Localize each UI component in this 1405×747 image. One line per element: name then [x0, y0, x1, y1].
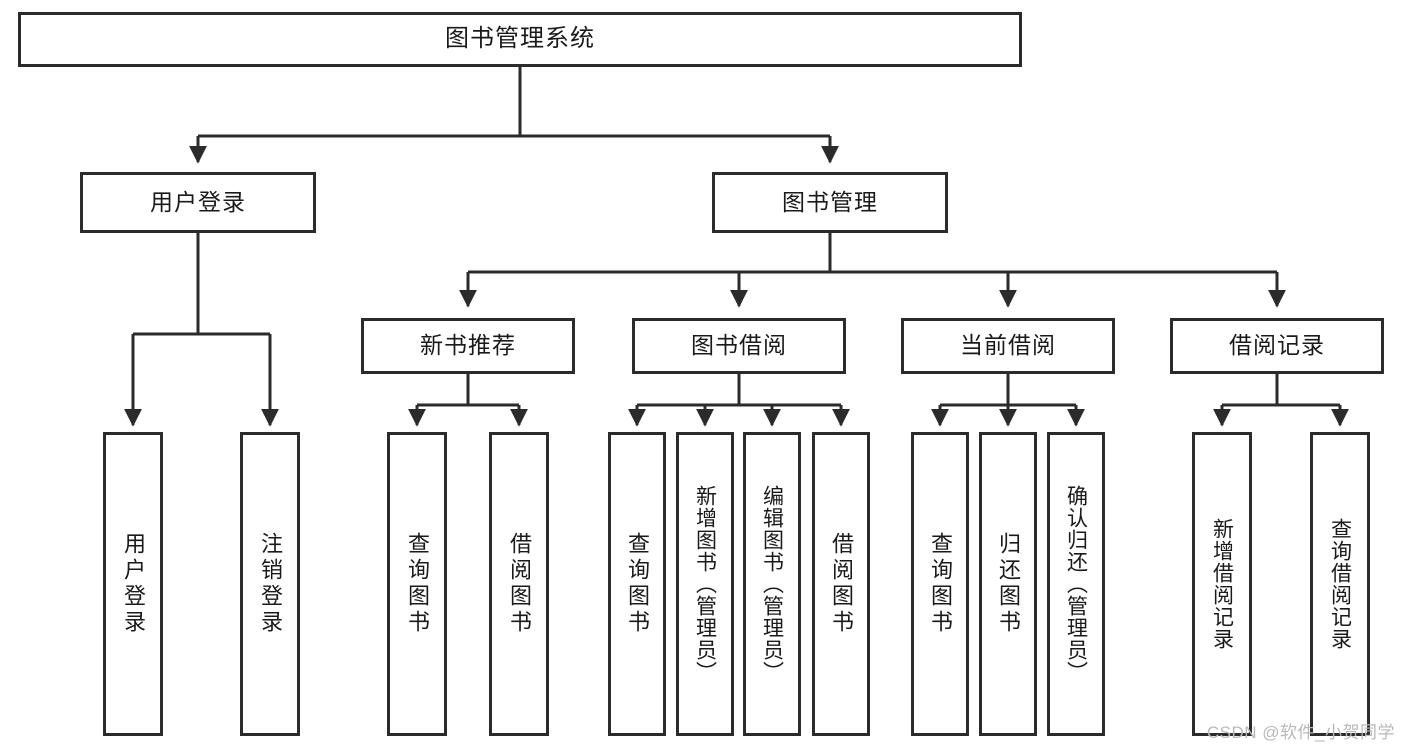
leaf-record-add-record[interactable]: 新增借阅记录 [1192, 432, 1252, 736]
leaf-borrow-query-book[interactable]: 查询图书 [608, 432, 666, 736]
node-current-borrow[interactable]: 当前借阅 [901, 318, 1115, 374]
node-label: 借阅图书 [829, 532, 854, 636]
leaf-recommend-query-book[interactable]: 查询图书 [387, 432, 447, 736]
leaf-borrow-add-book-admin[interactable]: 新增图书（管理员） [676, 432, 734, 736]
leaf-recommend-borrow-book[interactable]: 借阅图书 [489, 432, 549, 736]
node-label: 用户登录 [150, 188, 246, 215]
node-label: 查询借阅记录 [1328, 518, 1352, 650]
leaf-borrow-edit-book-admin[interactable]: 编辑图书（管理员） [743, 432, 801, 736]
node-label: 编辑图书（管理员） [760, 485, 784, 683]
leaf-borrow-borrow-book[interactable]: 借阅图书 [812, 432, 870, 736]
node-label: 图书管理系统 [445, 25, 595, 53]
node-label: 当前借阅 [960, 332, 1056, 359]
node-label: 借阅记录 [1229, 332, 1325, 359]
leaf-user-login-login[interactable]: 用户登录 [103, 432, 163, 736]
node-label: 新增图书（管理员） [693, 485, 717, 683]
node-label: 注销登录 [258, 532, 283, 636]
leaf-current-confirm-return-admin[interactable]: 确认归还（管理员） [1047, 432, 1105, 736]
node-book-management[interactable]: 图书管理 [712, 172, 948, 233]
node-label: 新书推荐 [420, 332, 516, 359]
leaf-current-query-book[interactable]: 查询图书 [911, 432, 969, 736]
node-borrow-record[interactable]: 借阅记录 [1170, 318, 1384, 374]
node-label: 查询图书 [405, 532, 430, 636]
node-label: 查询图书 [928, 532, 953, 636]
node-user-login[interactable]: 用户登录 [80, 172, 316, 233]
leaf-user-login-logout[interactable]: 注销登录 [240, 432, 300, 736]
node-label: 图书借阅 [691, 332, 787, 359]
node-label: 新增借阅记录 [1210, 518, 1234, 650]
node-new-book-recommend[interactable]: 新书推荐 [361, 318, 575, 374]
leaf-record-query-record[interactable]: 查询借阅记录 [1310, 432, 1370, 736]
watermark-text: CSDN @软件_小贺同学 [1206, 723, 1395, 742]
node-label: 用户登录 [121, 532, 146, 636]
node-label: 查询图书 [625, 532, 650, 636]
node-root-system[interactable]: 图书管理系统 [18, 12, 1022, 67]
node-label: 归还图书 [996, 532, 1021, 636]
node-label: 确认归还（管理员） [1064, 485, 1088, 683]
node-label: 图书管理 [782, 188, 878, 215]
leaf-current-return-book[interactable]: 归还图书 [979, 432, 1037, 736]
node-book-borrow[interactable]: 图书借阅 [632, 318, 846, 374]
node-label: 借阅图书 [507, 532, 532, 636]
